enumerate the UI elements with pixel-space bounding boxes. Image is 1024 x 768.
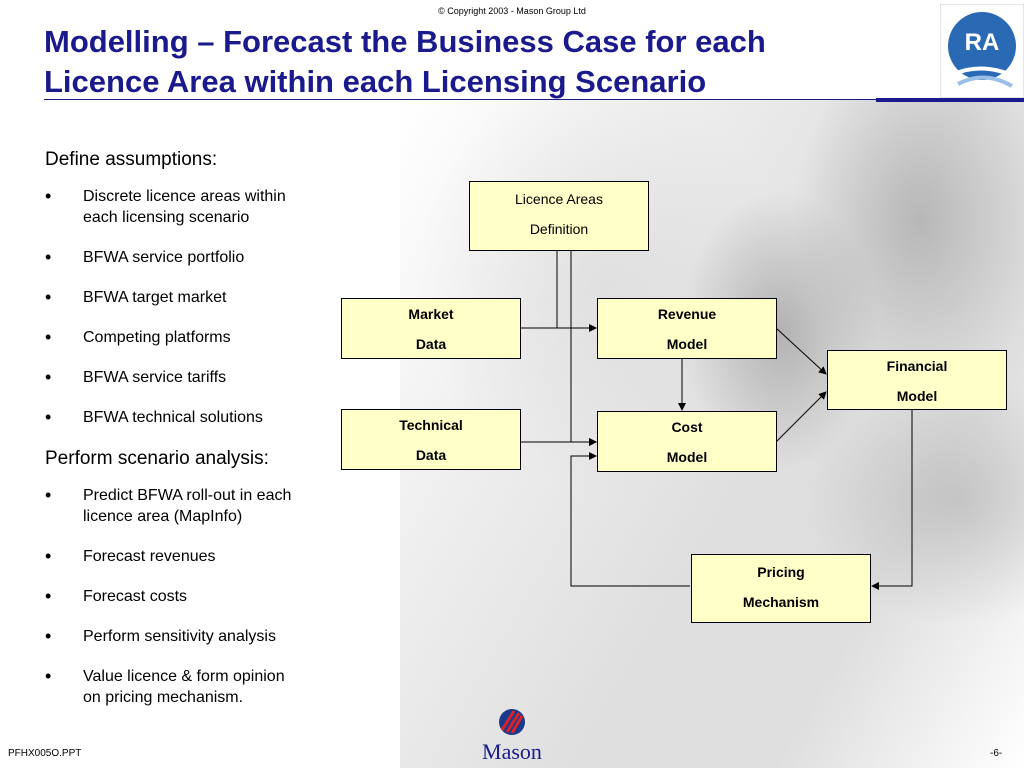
- connector-revenue-to-financial: [775, 327, 827, 375]
- licence-areas-node: Licence Areas Definition: [469, 181, 649, 251]
- list-item: •Forecast costs: [45, 586, 188, 606]
- page-title: Modelling – Forecast the Business Case f…: [44, 22, 924, 102]
- bullet-icon: •: [45, 367, 52, 387]
- bullet-icon: •: [45, 586, 52, 606]
- title-divider: [44, 99, 880, 100]
- connector-licence-to-cost: [570, 250, 597, 446]
- ra-logo-text: RA: [965, 29, 1000, 56]
- technical-data-node: Technical Data: [341, 409, 521, 470]
- financial-model-node: Financial Model: [827, 350, 1007, 410]
- assumptions-panel: Define assumptions: •Discrete licence ar…: [45, 148, 365, 727]
- page-number: -6-: [990, 748, 1003, 759]
- bullet-icon: •: [45, 546, 52, 566]
- mason-logo-text: Mason: [482, 739, 542, 764]
- bullet-icon: •: [45, 327, 52, 347]
- bullet-icon: •: [45, 287, 52, 307]
- revenue-model-node: Revenue Model: [597, 298, 777, 359]
- connector-pricing-to-cost: [570, 452, 690, 587]
- list-item: •Competing platforms: [45, 327, 231, 347]
- bullet-icon: •: [45, 485, 52, 505]
- market-data-node: Market Data: [341, 298, 521, 359]
- pricing-mechanism-node: Pricing Mechanism: [691, 554, 871, 623]
- title-line-1: Modelling – Forecast the Business Case f…: [44, 24, 766, 59]
- bullet-icon: •: [45, 666, 52, 686]
- copyright-notice: © Copyright 2003 - Mason Group Ltd: [438, 6, 586, 16]
- title-line-2: Licence Area within each Licensing Scena…: [44, 64, 707, 99]
- cost-model-node: Cost Model: [597, 411, 777, 472]
- ra-logo: RA: [940, 4, 1024, 98]
- list-item: •Perform sensitivity analysis: [45, 626, 276, 646]
- section-scenario-analysis: Perform scenario analysis:: [45, 448, 269, 469]
- title-divider-accent: [876, 98, 1024, 102]
- list-item: •Forecast revenues: [45, 546, 216, 566]
- connector-cost-to-financial: [775, 391, 827, 443]
- list-item: •BFWA service portfolio: [45, 247, 245, 267]
- bullet-icon: •: [45, 247, 52, 267]
- connector-licence-to-revenue: [556, 250, 597, 332]
- list-item: •BFWA target market: [45, 287, 227, 307]
- connector-financial-to-pricing: [871, 410, 913, 590]
- mason-logo: Mason: [482, 709, 542, 764]
- section-define-assumptions: Define assumptions:: [45, 149, 218, 170]
- list-item: •BFWA service tariffs: [45, 367, 227, 387]
- bullet-icon: •: [45, 407, 52, 427]
- bullet-icon: •: [45, 626, 52, 646]
- bullet-icon: •: [45, 186, 52, 206]
- footer-filename: PFHX005O.PPT: [8, 748, 82, 759]
- list-item: •BFWA technical solutions: [45, 407, 263, 427]
